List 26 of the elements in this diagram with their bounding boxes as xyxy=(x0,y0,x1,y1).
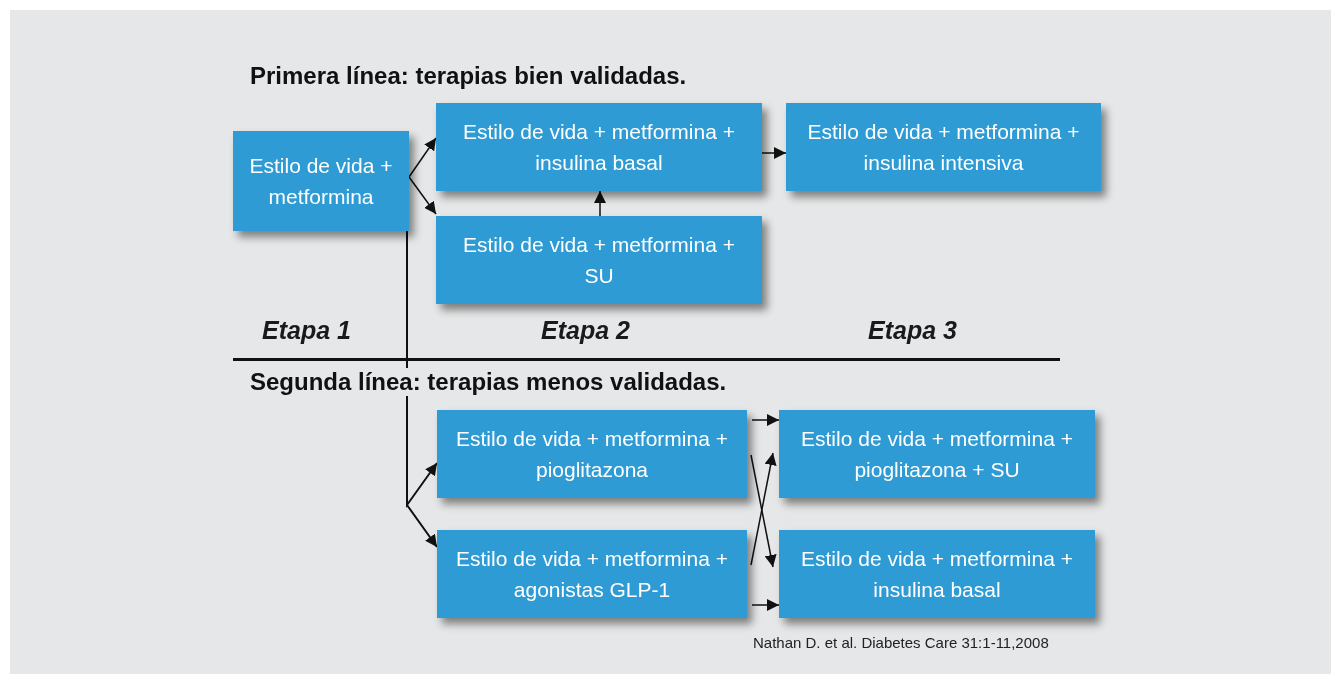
box-text: Estilo de vida + metformina + pioglitazona + SU xyxy=(801,426,1073,483)
process-box xyxy=(233,131,409,231)
stage-label: Etapa 1 xyxy=(262,316,351,345)
process-box xyxy=(779,410,1095,498)
box-text: Estilo de vida + metformina + insulina basal xyxy=(801,546,1073,603)
box-text: Estilo de vida + metformina xyxy=(248,153,394,210)
stage-label: Etapa 2 xyxy=(541,316,630,345)
arrow xyxy=(751,414,780,426)
process-box xyxy=(786,103,1101,191)
process-box xyxy=(436,103,762,191)
box-text: Estilo de vida + metformina + SU xyxy=(463,232,735,289)
arrow xyxy=(408,137,437,178)
box-text: Estilo de vida + metformina + insulina intensiva xyxy=(807,119,1080,176)
stage-label: Etapa 3 xyxy=(868,316,957,345)
arrow xyxy=(761,147,787,159)
box-text: Estilo de vida + metformina + insulina basal xyxy=(463,119,735,176)
box-text: Estilo de vida + metformina + pioglitazona xyxy=(456,426,728,483)
box-text: Estilo de vida + metformina + agonistas GLP-1 xyxy=(456,546,728,603)
process-box xyxy=(779,530,1095,618)
process-box xyxy=(437,410,747,498)
process-box xyxy=(437,530,747,618)
arrow xyxy=(408,176,437,215)
arrow xyxy=(594,190,606,217)
arrow xyxy=(751,599,780,611)
citation-text: Nathan D. et al. Diabetes Care 31:1-11,2008 xyxy=(753,634,1049,651)
process-box xyxy=(436,216,762,304)
